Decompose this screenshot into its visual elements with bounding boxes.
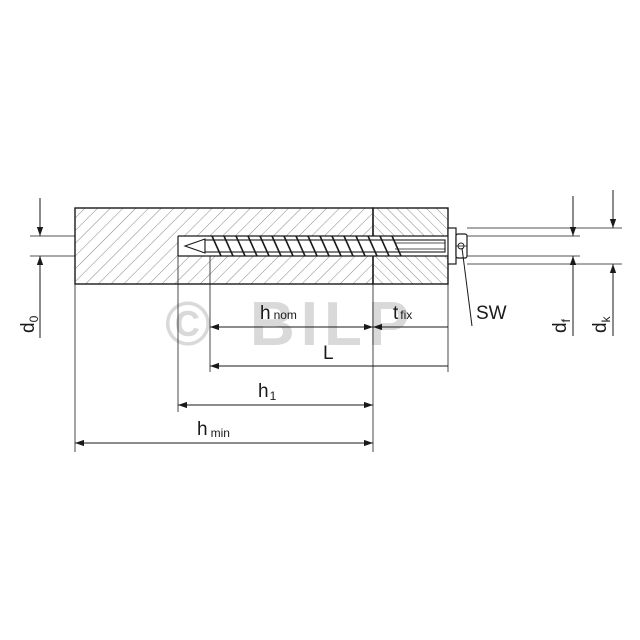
extension-lines — [30, 227, 622, 452]
thread-turn — [259, 235, 270, 257]
thread-turn — [331, 235, 342, 257]
thread-turn — [343, 235, 354, 257]
label-df: df — [550, 318, 573, 333]
thread-turn — [211, 235, 222, 257]
sw-leader-line — [461, 247, 473, 327]
thread-turn — [283, 235, 294, 257]
thread-turn — [307, 235, 318, 257]
thread-turn — [271, 235, 282, 257]
thread-turn — [319, 235, 330, 257]
thread-turn — [235, 235, 246, 257]
thread-turn — [379, 235, 390, 257]
label-sw: SW — [476, 303, 507, 324]
label-L: L — [323, 343, 334, 364]
label-dk: dk — [590, 315, 613, 333]
screw — [183, 235, 446, 257]
thread-turn — [391, 235, 402, 257]
screw-thread — [211, 235, 402, 257]
watermark-symbol: © — [165, 290, 217, 359]
label-d0: d0 — [18, 315, 41, 333]
screw-head — [447, 227, 468, 265]
thread-turn — [355, 235, 366, 257]
thread-turn — [223, 235, 234, 257]
label-h1: h1 — [258, 381, 277, 403]
thread-turn — [247, 235, 258, 257]
thread-turn — [367, 235, 378, 257]
thread-turn — [295, 235, 306, 257]
watermark: © BILP — [165, 290, 409, 359]
